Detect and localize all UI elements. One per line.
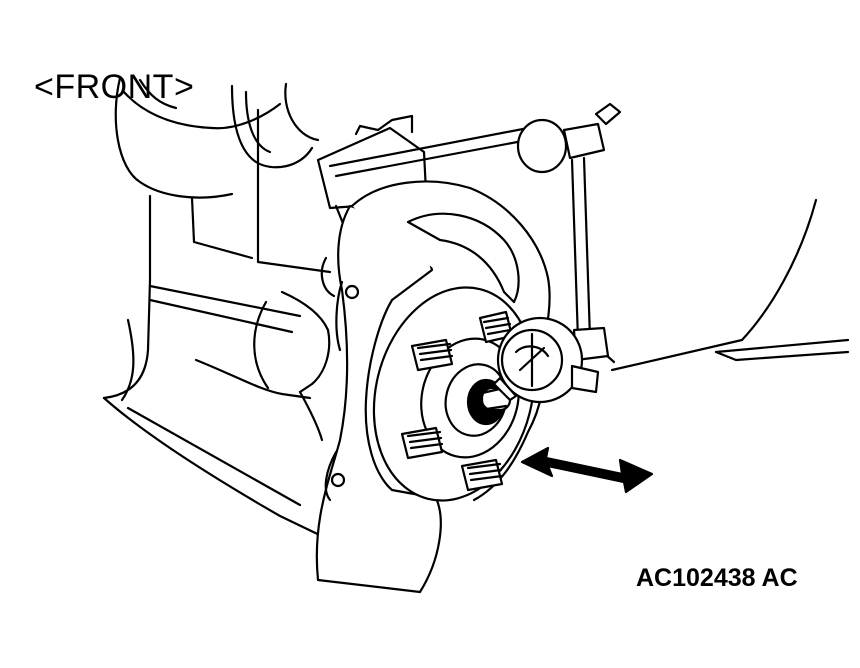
wheel-stud (410, 338, 454, 372)
direction-arrow (520, 446, 654, 494)
fender-well (102, 76, 850, 542)
wheel-studs (400, 310, 514, 492)
wheel-stud (478, 310, 514, 344)
knuckle (315, 204, 442, 594)
magnetic-base-stand (328, 102, 622, 362)
figure-code-number: AC102438 (636, 564, 756, 592)
figure-code-suffix: AC (761, 564, 798, 592)
dial-indicator (492, 316, 600, 404)
wheel-stud (460, 458, 504, 492)
wheel-stud (400, 426, 444, 460)
orientation-label: <FRONT> (34, 68, 195, 106)
